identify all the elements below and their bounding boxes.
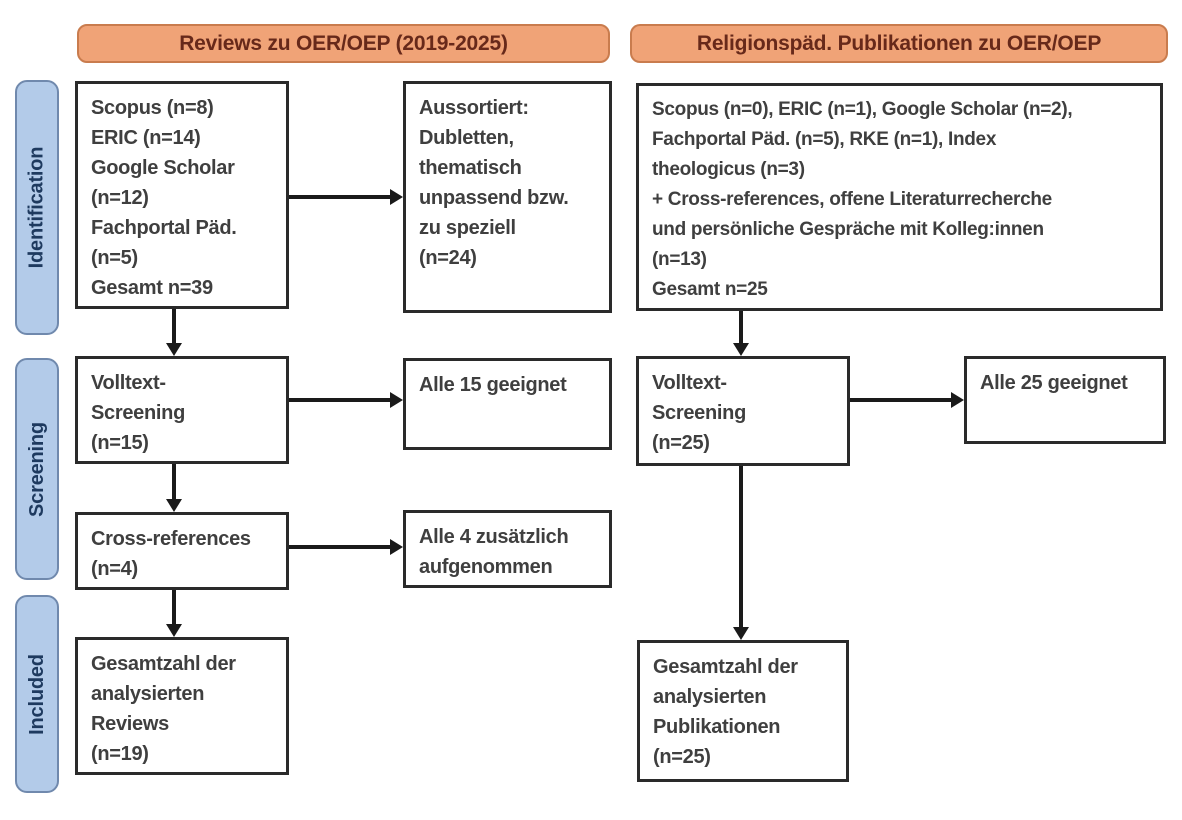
box-left-added-text: Alle 4 zusätzlich aufgenommen (419, 526, 569, 578)
column-header-reviews: Reviews zu OER/OEP (2019-2025) (77, 24, 610, 63)
box-left-total-text: Gesamtzahl der analysierten Reviews (n=1… (91, 653, 236, 765)
box-left-eligible-text: Alle 15 geeignet (419, 374, 567, 396)
box-right-fulltext-screening: Volltext- Screening (n=25) (636, 356, 850, 466)
arrow-left-crossref-to-total (172, 590, 176, 624)
box-left-crossref: Cross-references (n=4) (75, 512, 289, 590)
box-right-eligible-text: Alle 25 geeignet (980, 372, 1128, 394)
box-right-total-text: Gesamtzahl der analysierten Publikatione… (653, 656, 798, 768)
stage-included-label: Included (25, 653, 48, 735)
stage-screening-label: Screening (25, 421, 48, 517)
stage-screening: Screening (15, 358, 59, 580)
box-left-sources-text: Scopus (n=8) ERIC (n=14) Google Scholar … (91, 97, 237, 299)
box-right-eligible: Alle 25 geeignet (964, 356, 1166, 444)
arrow-left-sources-to-fulltext (172, 309, 176, 343)
column-header-reviews-label: Reviews zu OER/OEP (2019-2025) (179, 31, 508, 55)
box-right-sources: Scopus (n=0), ERIC (n=1), Google Scholar… (636, 83, 1163, 311)
box-right-sources-text: Scopus (n=0), ERIC (n=1), Google Scholar… (652, 99, 1073, 300)
column-header-religionspaed-label: Religionspäd. Publikationen zu OER/OEP (696, 31, 1102, 55)
box-left-total: Gesamtzahl der analysierten Reviews (n=1… (75, 637, 289, 775)
box-left-added: Alle 4 zusätzlich aufgenommen (403, 510, 612, 588)
arrow-right-fulltext-to-eligible (850, 398, 951, 402)
box-left-excluded: Aussortiert: Dubletten, thematisch unpas… (403, 81, 612, 313)
arrow-right-sources-to-fulltext (739, 311, 743, 343)
box-left-eligible: Alle 15 geeignet (403, 358, 612, 450)
box-left-excluded-text: Aussortiert: Dubletten, thematisch unpas… (419, 97, 569, 269)
arrow-left-fulltext-to-eligible (289, 398, 390, 402)
column-header-religionspaed: Religionspäd. Publikationen zu OER/OEP (630, 24, 1168, 63)
arrow-right-fulltext-to-total (739, 466, 743, 627)
box-left-fulltext-screening-text: Volltext- Screening (n=15) (91, 372, 185, 454)
box-right-fulltext-screening-text: Volltext- Screening (n=25) (652, 372, 746, 454)
stage-identification: Identification (15, 80, 59, 335)
stage-included: Included (15, 595, 59, 793)
arrow-left-sources-to-excluded (289, 195, 390, 199)
box-left-sources: Scopus (n=8) ERIC (n=14) Google Scholar … (75, 81, 289, 309)
arrow-left-fulltext-to-crossref (172, 464, 176, 499)
stage-identification-label: Identification (25, 146, 48, 269)
arrow-left-crossref-to-added (289, 545, 390, 549)
box-left-crossref-text: Cross-references (n=4) (91, 528, 251, 580)
box-left-fulltext-screening: Volltext- Screening (n=15) (75, 356, 289, 464)
box-right-total: Gesamtzahl der analysierten Publikatione… (637, 640, 849, 782)
